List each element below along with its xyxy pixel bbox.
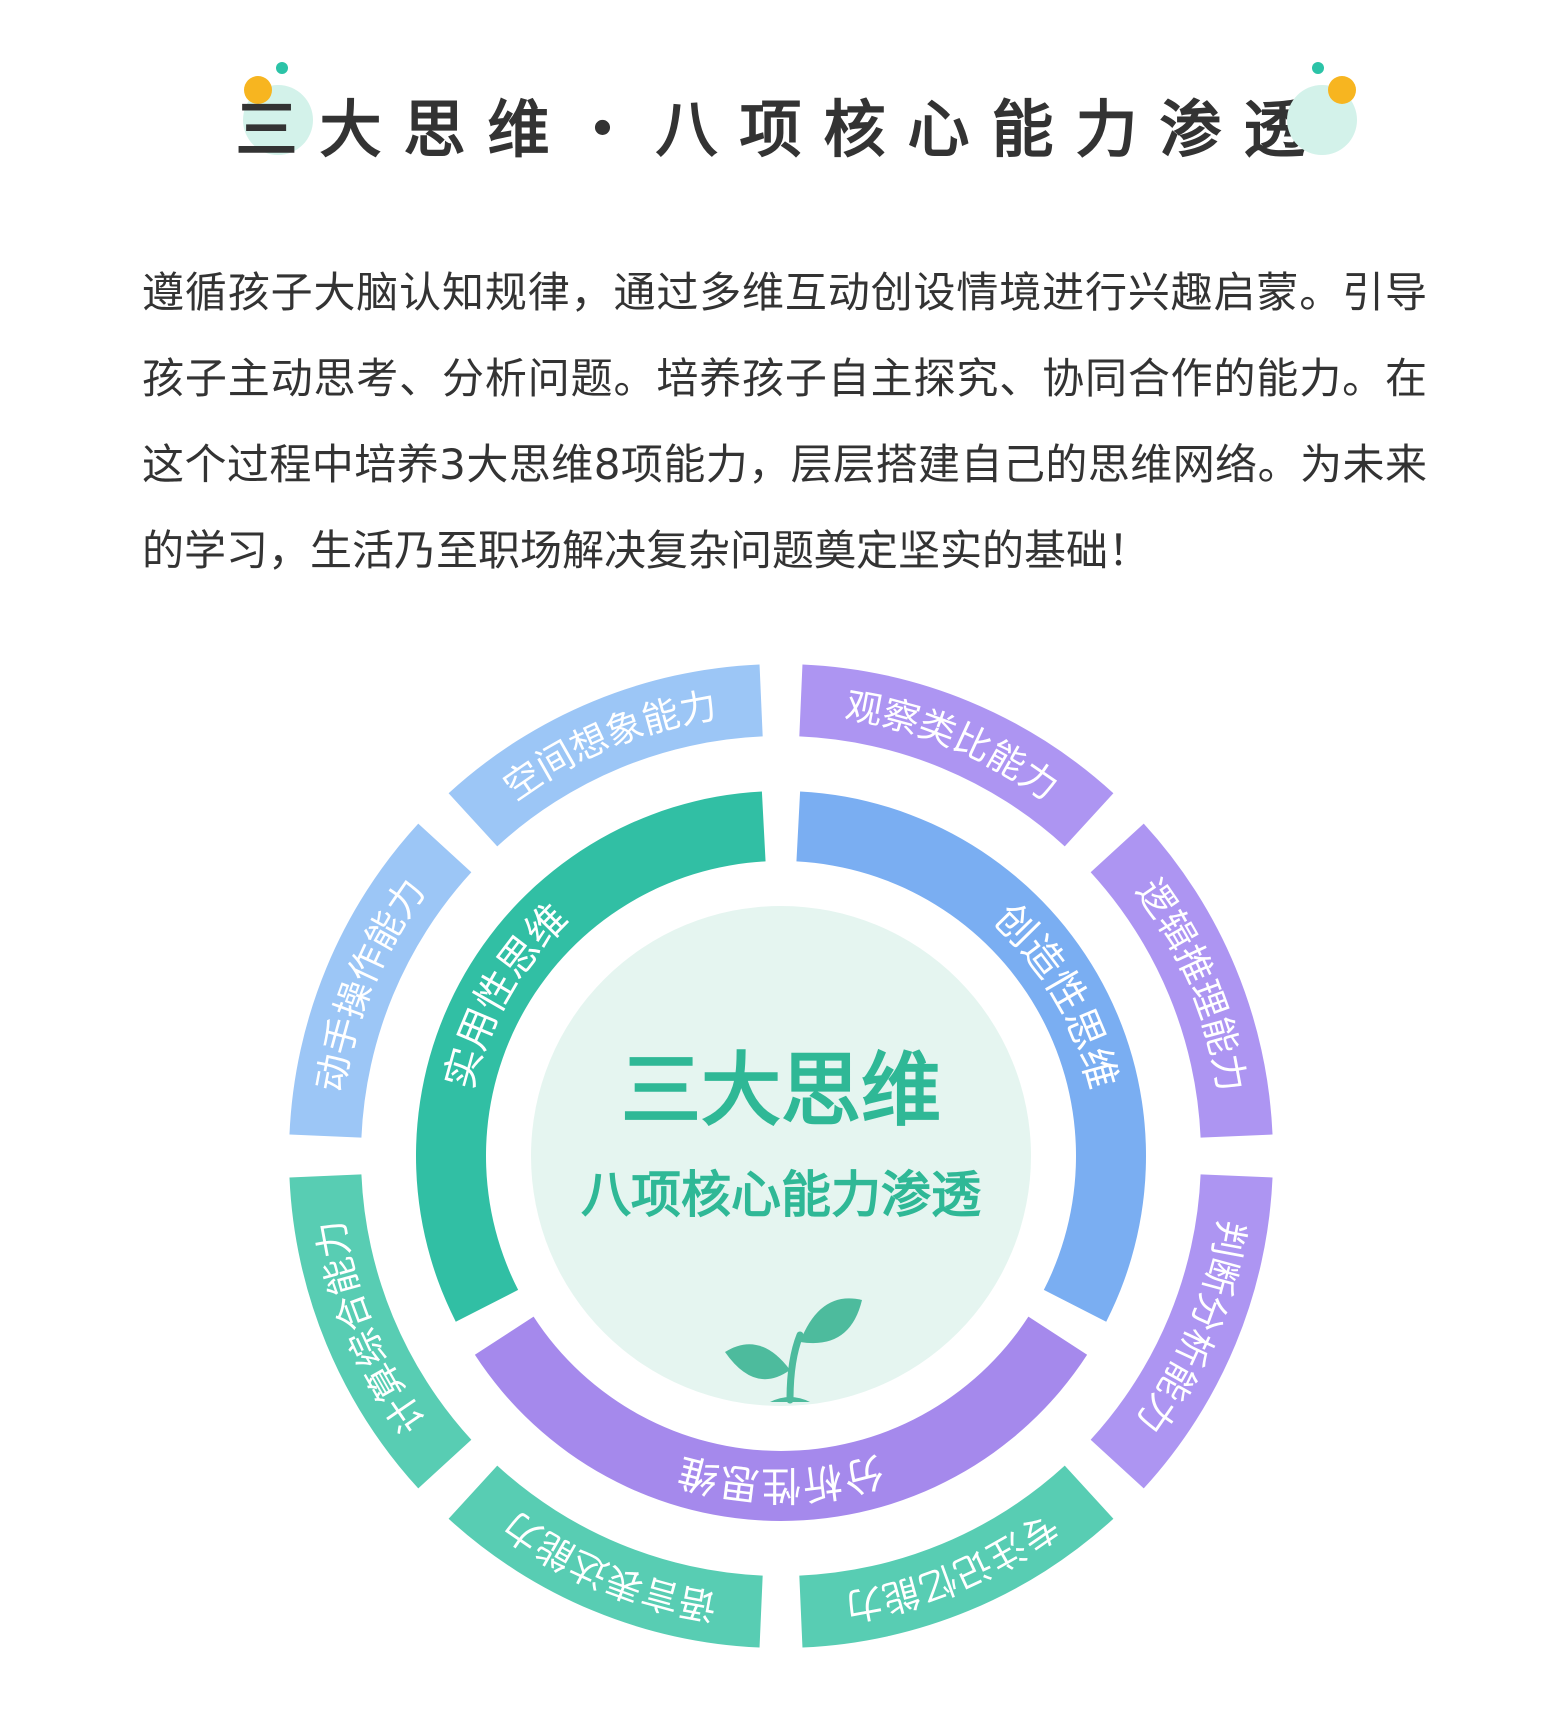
inner-ring-segment [416, 791, 766, 1322]
bubble-decoration-icon [1287, 62, 1357, 155]
outer-ring-segment [448, 664, 763, 847]
inner-ring-segment [796, 791, 1146, 1322]
outer-ring-segment [289, 1174, 472, 1489]
outer-ring-segment [289, 823, 472, 1138]
outer-ring-segment [1090, 823, 1273, 1138]
inner-ring-segment [474, 1316, 1088, 1521]
outer-ring-segment [799, 1465, 1114, 1648]
center-circle [531, 906, 1031, 1406]
bubble-decoration-icon [243, 62, 313, 155]
outer-ring-segment [1090, 1174, 1273, 1489]
outer-ring-segment [448, 1465, 763, 1648]
intro-paragraph: 遵循孩子大脑认知规律，通过多维互动创设情境进行兴趣启蒙。引导孩子主动思考、分析问… [142, 268, 1427, 575]
header: 三大思维・八项核心能力渗透 [0, 60, 1563, 200]
sprout-icon [725, 1298, 862, 1404]
outer-ring-segment [799, 664, 1114, 847]
page-title: 三大思维・八项核心能力渗透 [235, 93, 1328, 166]
center-subtitle: 八项核心能力渗透 [581, 1166, 981, 1224]
center-title: 三大思维 [621, 1044, 941, 1137]
